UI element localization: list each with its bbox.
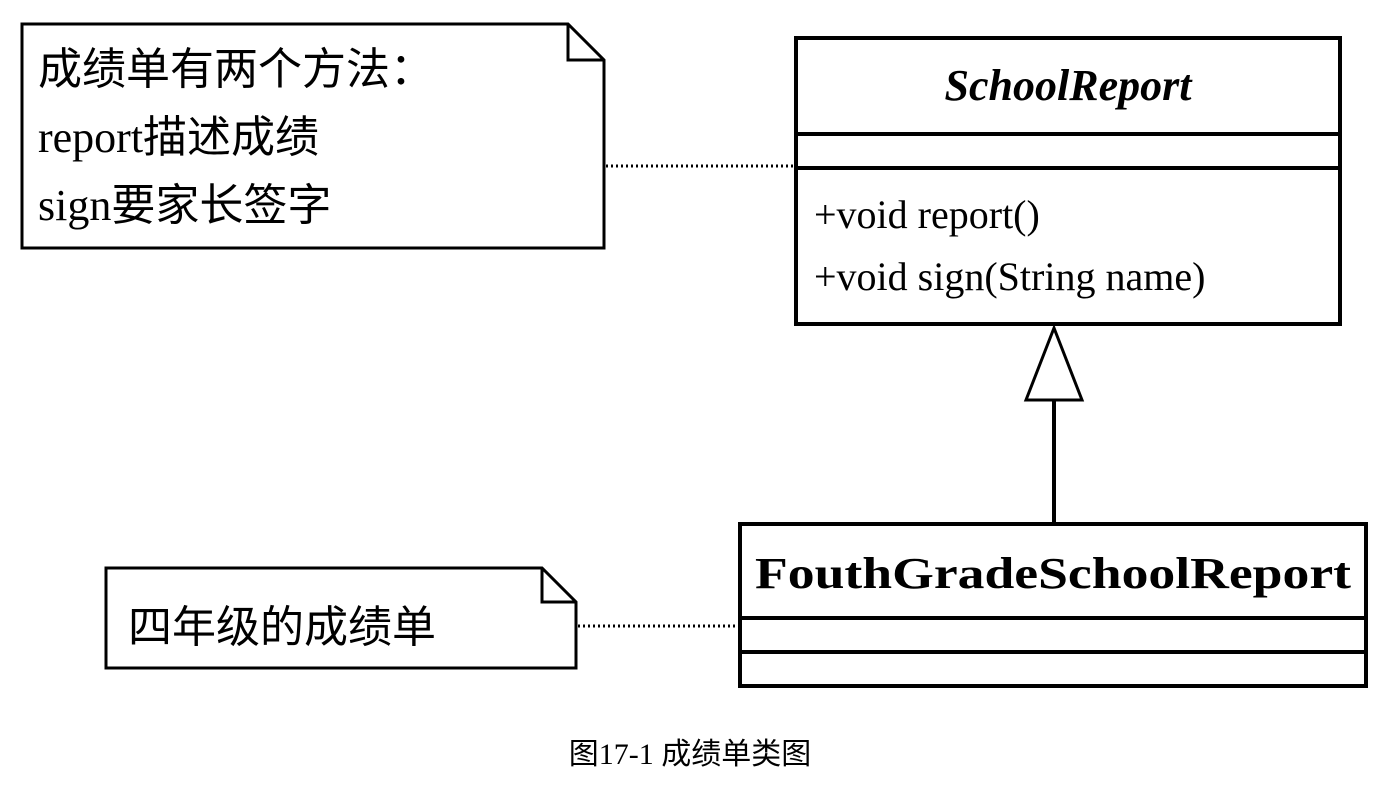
note-top-line-1: 成绩单有两个方法： xyxy=(38,45,434,94)
note-top-fold xyxy=(566,24,604,62)
note-bottom-fold xyxy=(540,568,576,604)
class-school-report-name: SchoolReport xyxy=(945,61,1194,110)
inheritance-arrow xyxy=(1023,323,1085,524)
class-fourth-grade: FouthGradeSchoolReport xyxy=(738,522,1368,688)
note-bottom-line-1: 四年级的成绩单 xyxy=(128,603,436,652)
class-school-report-frame xyxy=(794,36,1342,326)
note-top-frame xyxy=(20,22,606,250)
class-school-report: SchoolReport +void report() +void sign(S… xyxy=(794,36,1342,326)
note-top: 成绩单有两个方法： report描述成绩 sign要家长签字 xyxy=(20,22,606,250)
class-school-report-method-1: +void report() xyxy=(814,192,1040,237)
class-fourth-grade-name: FouthGradeSchoolReport xyxy=(755,549,1351,598)
note-top-line-3: sign要家长签字 xyxy=(38,181,331,230)
class-fourth-grade-frame xyxy=(738,522,1368,688)
class-school-report-method-2: +void sign(String name) xyxy=(814,254,1205,299)
note-top-line-2: report描述成绩 xyxy=(38,113,319,162)
figure-caption: 图17-1 成绩单类图 xyxy=(569,738,812,771)
note-bottom-frame xyxy=(104,566,578,670)
inheritance-triangle-icon xyxy=(1023,323,1085,402)
note-bottom: 四年级的成绩单 xyxy=(104,566,578,670)
